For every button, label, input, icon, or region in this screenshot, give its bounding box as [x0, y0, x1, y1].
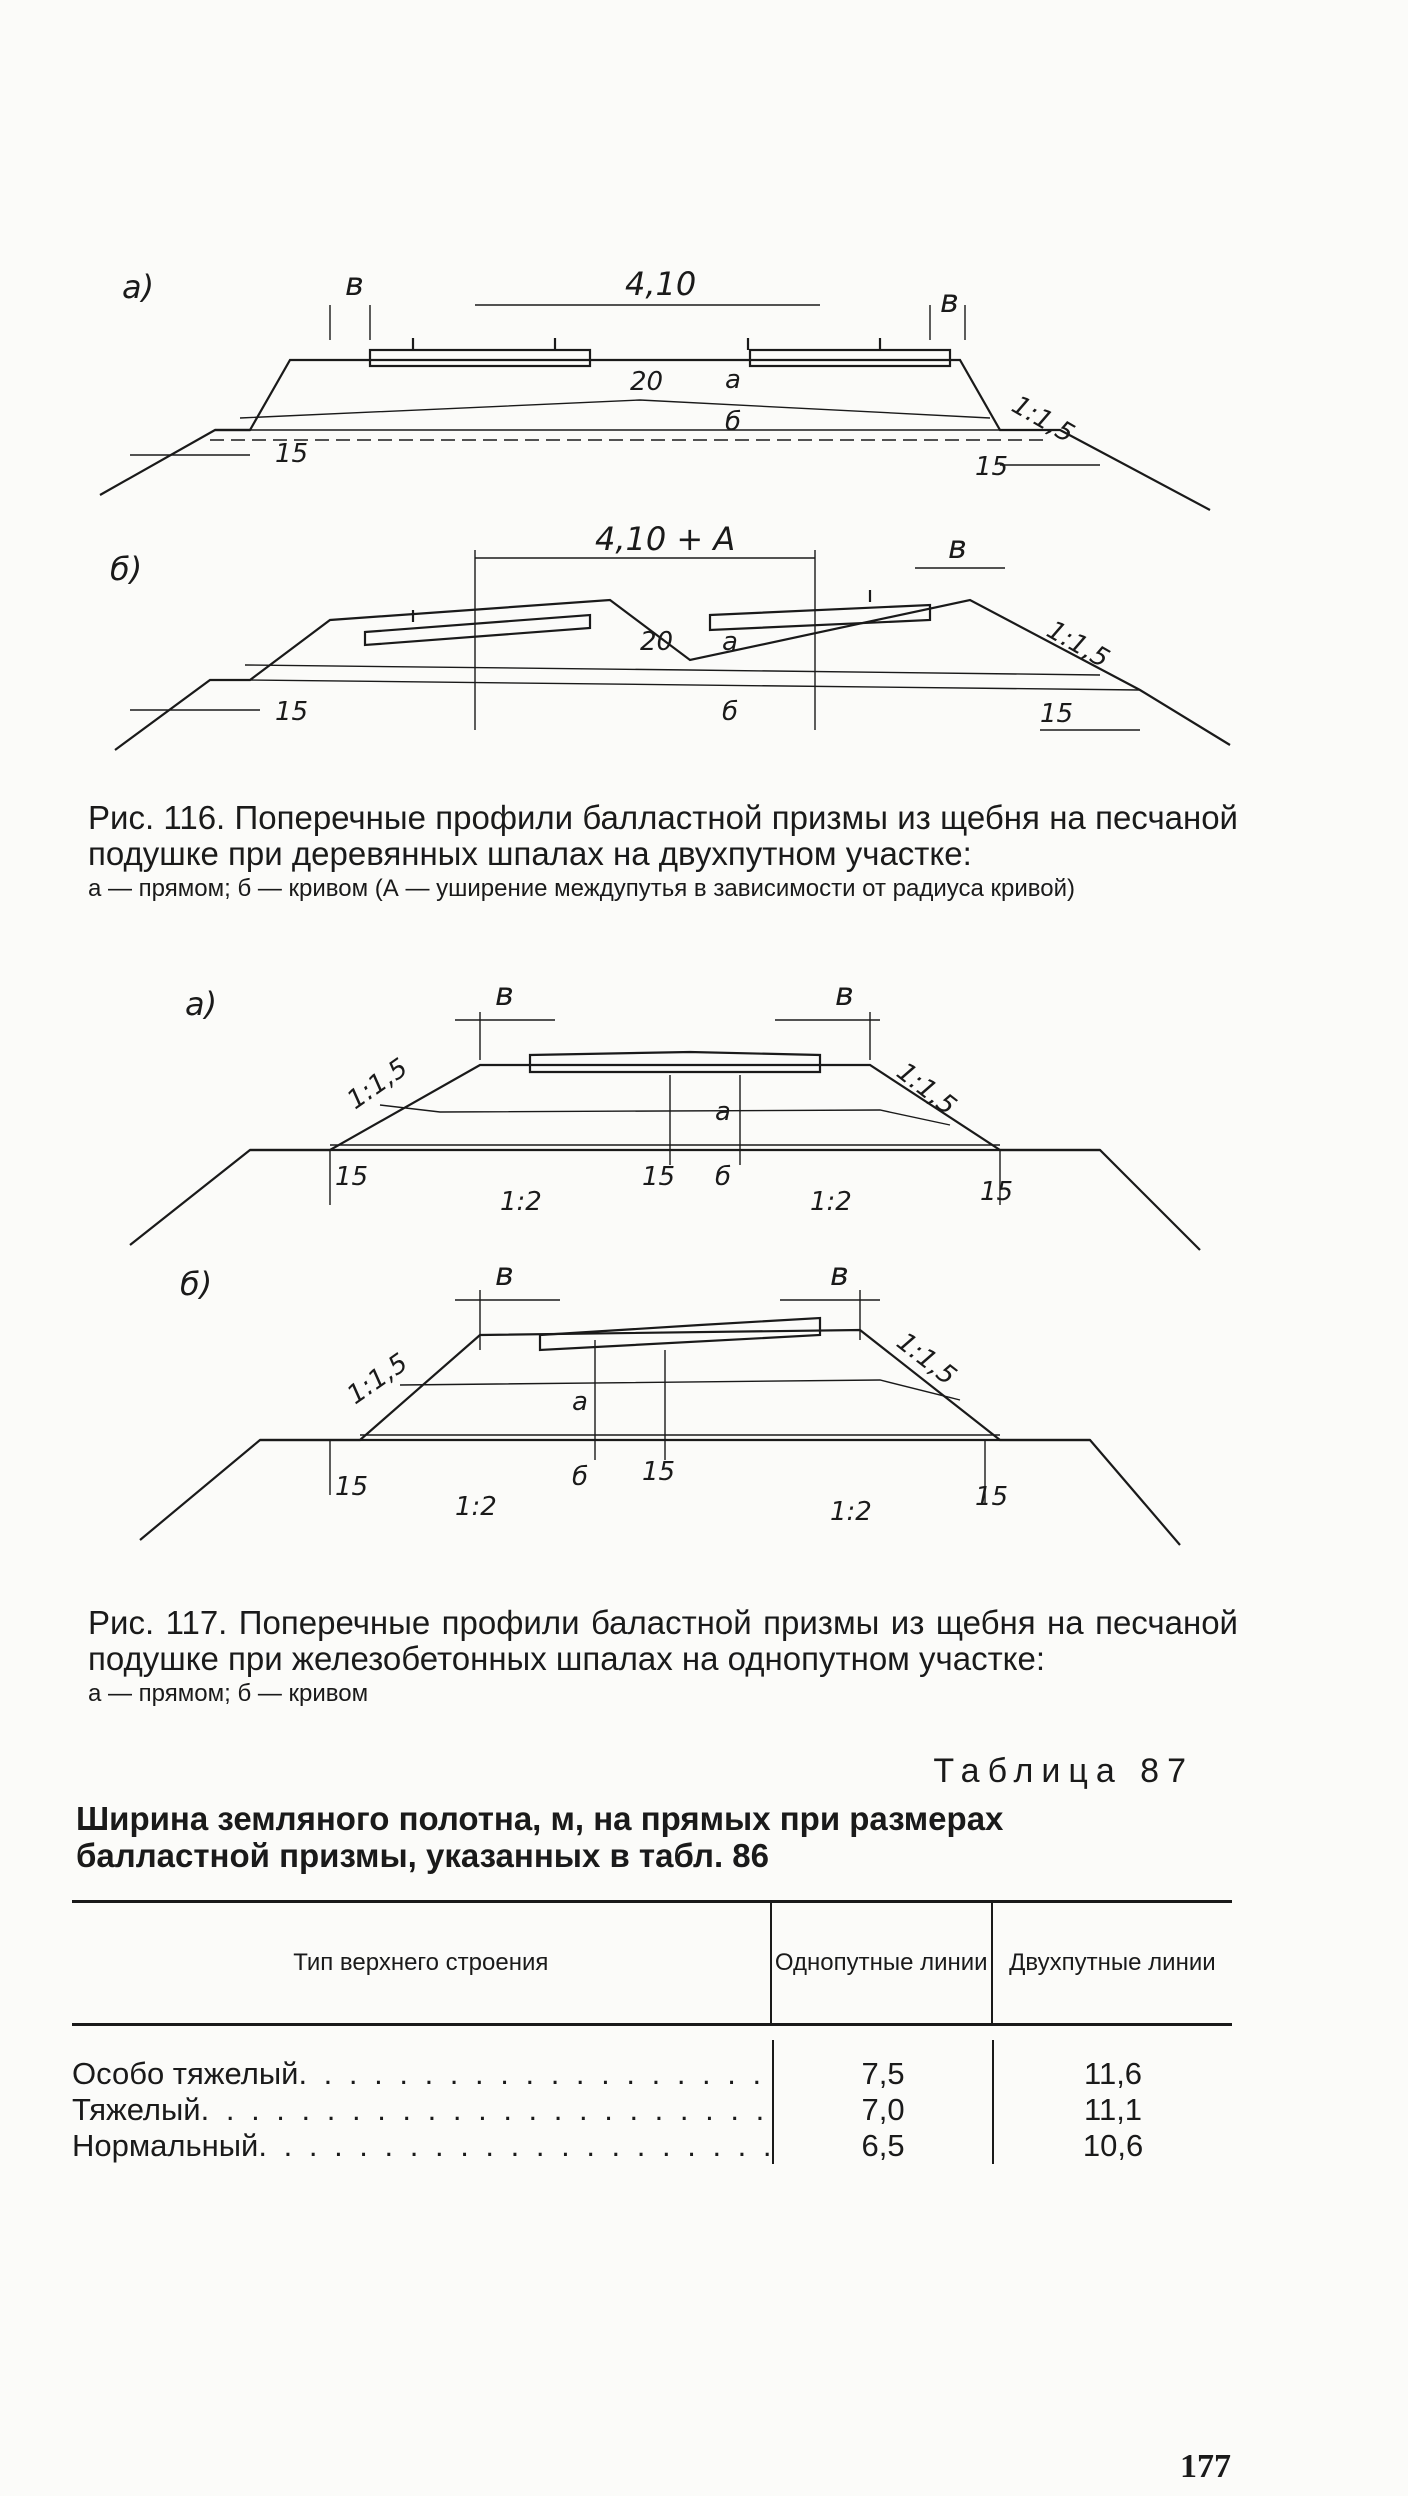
dot-leader	[298, 2056, 772, 2092]
figure-117b-profile	[139, 1290, 1181, 1546]
table-header-single: Однопутные линии	[769, 1903, 991, 2023]
cell-double: 11,1	[1084, 2092, 1143, 2127]
dot-leader	[258, 2128, 772, 2164]
sleeper-left	[368, 348, 592, 368]
fig116a-b-right: в	[940, 282, 959, 320]
figure-116-caption-main: Рис. 116. Поперечные профили балластной …	[88, 799, 1238, 872]
fig116b-15-left: 15	[275, 697, 308, 727]
fig117b-dim-15-right: 15	[975, 1482, 1008, 1512]
fig117a-dim-15-mid: 15	[642, 1162, 675, 1192]
fig116b-panel-label: б)	[110, 550, 142, 588]
fig117b-dim-15-mid: 15	[642, 1457, 675, 1487]
fig117a-dim-b: б	[715, 1162, 731, 1192]
fig117a-b-right: в	[835, 975, 854, 1013]
fig117a-b-left: в	[495, 975, 514, 1013]
sleeper-right	[708, 603, 932, 632]
fig116b-dim-20: 20	[640, 627, 673, 657]
table-col-type: Особо тяжелый Тяжелый Нормальный	[72, 2040, 772, 2164]
fig117a-dim-15-left: 15	[335, 1162, 368, 1192]
figure-116: а) в 4,10 в 1:1,5 20 а б 15 15 б) 4,10 +…	[0, 250, 1408, 770]
row-name: Тяжелый	[72, 2092, 201, 2127]
fig116b-slope: 1:1,5	[1042, 615, 1115, 674]
table-row: Тяжелый	[72, 2092, 772, 2128]
fig117a-slope-left: 1:1,5	[342, 1053, 414, 1116]
fig117a-panel-label: а)	[185, 985, 217, 1023]
figure-116a-profile	[99, 304, 1211, 511]
fig116b-dim-a: а	[722, 627, 738, 657]
fig117b-b-right: в	[830, 1255, 849, 1293]
fig117a-slope-right: 1:1,5	[891, 1057, 962, 1122]
cell-double: 10,6	[1082, 2128, 1144, 2163]
table-body: Особо тяжелый Тяжелый Нормальный 7,5 7,0…	[72, 2026, 1232, 2164]
fig116a-dim-b: б	[725, 407, 741, 437]
dot-leader	[201, 2092, 772, 2128]
figure-117a-profile	[129, 1012, 1201, 1251]
cell-single: 7,0	[861, 2092, 905, 2127]
fig117a-dim-a: а	[715, 1097, 731, 1127]
table-number: Таблица 87	[933, 1752, 1194, 1790]
fig116a-dim-a: а	[725, 365, 741, 395]
figure-117-caption: Рис. 117. Поперечные профили баластной п…	[88, 1605, 1238, 1707]
cell-double: 11,6	[1084, 2056, 1143, 2091]
figure-116b-profile	[114, 550, 1231, 751]
fig116a-b-left: в	[345, 265, 364, 303]
table-87: Тип верхнего строения Однопутные линии Д…	[72, 1900, 1232, 2164]
fig116a-15-left: 15	[275, 439, 308, 469]
fig116b-b: в	[948, 528, 967, 566]
table-top-rule	[72, 1900, 1232, 1903]
table-header-type: Тип верхнего строения	[293, 1949, 549, 1976]
table-header-rule	[72, 2023, 1232, 2026]
fig117b-slope-2-right: 1:2	[830, 1497, 872, 1527]
table-header-row: Тип верхнего строения Однопутные линии Д…	[72, 1903, 1232, 2023]
fig117a-dim-15-right: 15	[980, 1177, 1013, 1207]
fig117b-dim-15-left: 15	[335, 1472, 368, 1502]
figure-117-drawing: а) в в 1:1,5 1:1,5 1:2 1:2 а б 15 15 15 …	[129, 975, 1201, 1546]
figure-117-caption-sub: а — прямом; б — кривом	[88, 1680, 369, 1707]
fig116a-panel-label: а)	[122, 268, 154, 306]
fig117b-b-left: в	[495, 1255, 514, 1293]
sleeper-left	[363, 613, 592, 647]
fig116b-width: 4,10 + A	[595, 520, 735, 558]
fig116a-dim-20: 20	[630, 367, 663, 397]
fig117a-slope-2-right: 1:2	[810, 1187, 852, 1217]
table-col-single: 7,5 7,0 6,5	[772, 2040, 992, 2164]
table-row: Нормальный	[72, 2128, 772, 2164]
fig116a-15-right: 15	[975, 452, 1008, 482]
row-name: Особо тяжелый	[72, 2056, 299, 2091]
figure-116-caption: Рис. 116. Поперечные профили балластной …	[88, 800, 1238, 902]
fig116a-width: 4,10	[625, 265, 696, 303]
fig117a-slope-2-left: 1:2	[500, 1187, 542, 1217]
fig117b-dim-b: б	[572, 1462, 588, 1492]
table-col-double: 11,6 11,1 10,6	[992, 2040, 1232, 2164]
fig117b-slope-2-left: 1:2	[455, 1492, 497, 1522]
fig116b-dim-b: б	[722, 697, 738, 727]
fig117b-panel-label: б)	[180, 1265, 212, 1303]
table-row: Особо тяжелый	[72, 2056, 772, 2092]
sleeper-right	[748, 348, 952, 368]
figure-117-caption-main: Рис. 117. Поперечные профили баластной п…	[88, 1604, 1238, 1677]
page-number: 177	[1180, 2448, 1231, 2485]
fig117b-dim-a: а	[572, 1387, 588, 1417]
table-header-double: Двухпутные линии	[990, 1903, 1232, 2023]
figure-117: а) в в 1:1,5 1:1,5 1:2 1:2 а б 15 15 15 …	[0, 960, 1408, 1570]
fig116b-15-right: 15	[1040, 699, 1073, 729]
table-title: Ширина земляного полотна, м, на прямых п…	[76, 1800, 1004, 1874]
cell-single: 7,5	[861, 2056, 905, 2091]
cell-single: 6,5	[861, 2128, 905, 2163]
figure-116-drawing: а) в 4,10 в 1:1,5 20 а б 15 15 б) 4,10 +…	[99, 265, 1231, 751]
figure-116-caption-sub: а — прямом; б — кривом (А — уширение меж…	[88, 875, 1075, 902]
row-name: Нормальный	[72, 2128, 259, 2163]
